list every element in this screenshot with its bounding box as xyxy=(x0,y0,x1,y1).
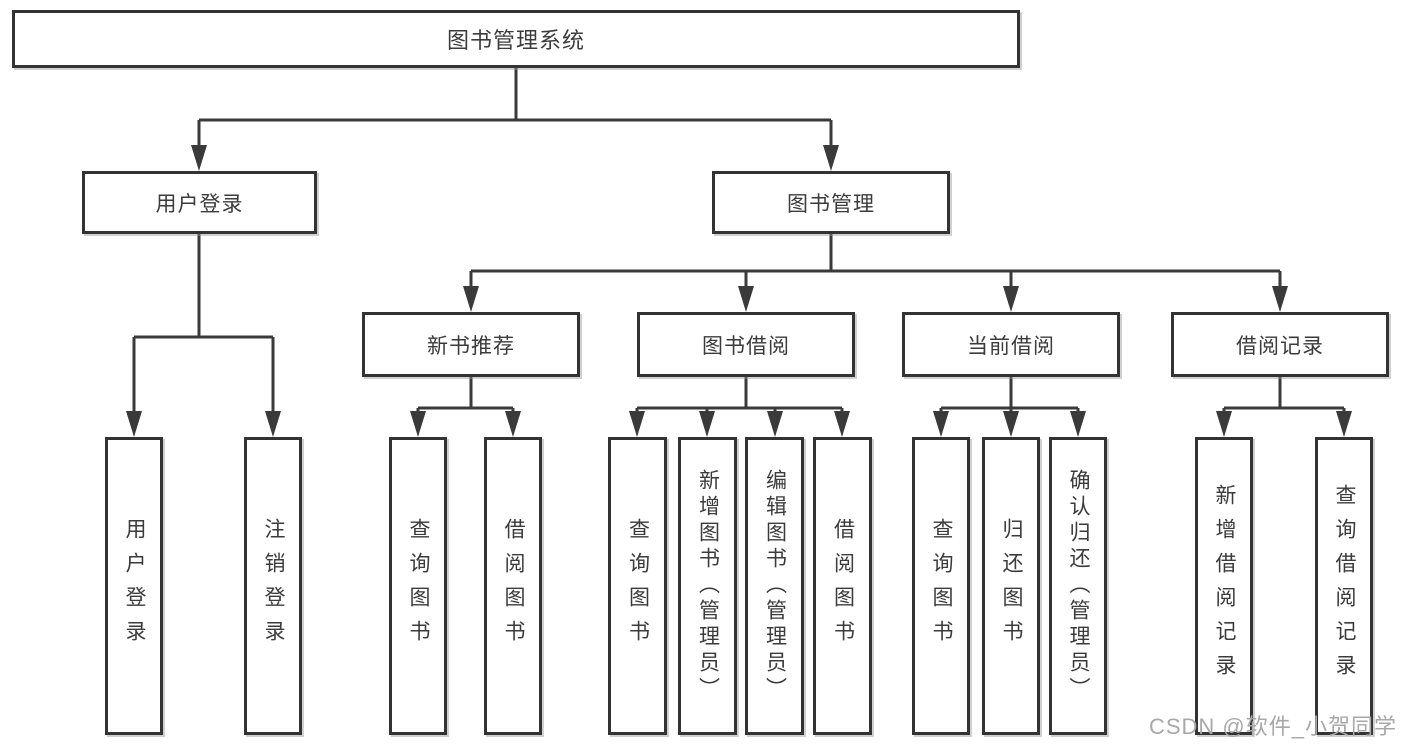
leaf-borrow-books-borrowing: 借阅图书 xyxy=(813,437,872,735)
leaf-add-books-admin: 新增图书（管理员） xyxy=(678,437,737,735)
node-label: 当前借阅 xyxy=(967,334,1055,358)
leaf-query-books-borrowing: 查询图书 xyxy=(608,437,667,735)
leaf-borrow-books-newbook: 借阅图书 xyxy=(484,437,542,735)
leaf-label: 归还图书 xyxy=(1000,518,1023,654)
leaf-user-login: 用户登录 xyxy=(105,437,163,735)
leaf-label: 查询图书 xyxy=(626,518,650,654)
leaf-label: 新增图书（管理员） xyxy=(696,469,720,703)
node-label: 图书借阅 xyxy=(702,334,790,358)
leaf-label: 编辑图书（管理员） xyxy=(763,469,787,703)
node-label: 用户登录 xyxy=(155,192,244,216)
leaf-label: 确认归还（管理员） xyxy=(1067,469,1090,703)
leaf-return-books: 归还图书 xyxy=(982,437,1040,735)
node-current-borrowing: 当前借阅 xyxy=(902,312,1120,377)
leaf-add-borrow-record: 新增借阅记录 xyxy=(1195,437,1253,735)
leaf-label: 借阅图书 xyxy=(502,518,525,654)
csdn-watermark: CSDN @软件_小贺同学 xyxy=(1148,714,1397,739)
node-library-management-system: 图书管理系统 xyxy=(12,10,1020,68)
leaf-label: 借阅图书 xyxy=(831,518,855,654)
leaf-edit-books-admin: 编辑图书（管理员） xyxy=(745,437,804,735)
leaf-label: 查询借阅记录 xyxy=(1333,484,1356,688)
leaf-label: 查询图书 xyxy=(930,518,953,654)
node-new-book-recommendation: 新书推荐 xyxy=(362,312,580,377)
leaf-label: 新增借阅记录 xyxy=(1213,484,1236,688)
node-label: 图书管理 xyxy=(787,192,875,216)
leaf-label: 用户登录 xyxy=(123,518,146,654)
leaf-logout: 注销登录 xyxy=(244,437,302,735)
leaf-query-borrow-record: 查询借阅记录 xyxy=(1315,437,1373,735)
node-book-management: 图书管理 xyxy=(712,171,950,234)
node-label: 图书管理系统 xyxy=(446,28,585,53)
leaf-label: 查询图书 xyxy=(407,518,430,654)
leaf-query-books-newbook: 查询图书 xyxy=(389,437,447,735)
leaf-confirm-return-admin: 确认归还（管理员） xyxy=(1049,437,1107,735)
node-borrowing-records: 借阅记录 xyxy=(1171,312,1389,377)
node-user-login: 用户登录 xyxy=(82,171,317,234)
leaf-query-books-current: 查询图书 xyxy=(912,437,970,735)
node-label: 借阅记录 xyxy=(1236,334,1324,358)
leaf-label: 注销登录 xyxy=(262,518,285,654)
node-label: 新书推荐 xyxy=(427,334,515,358)
node-book-borrowing: 图书借阅 xyxy=(637,312,855,377)
